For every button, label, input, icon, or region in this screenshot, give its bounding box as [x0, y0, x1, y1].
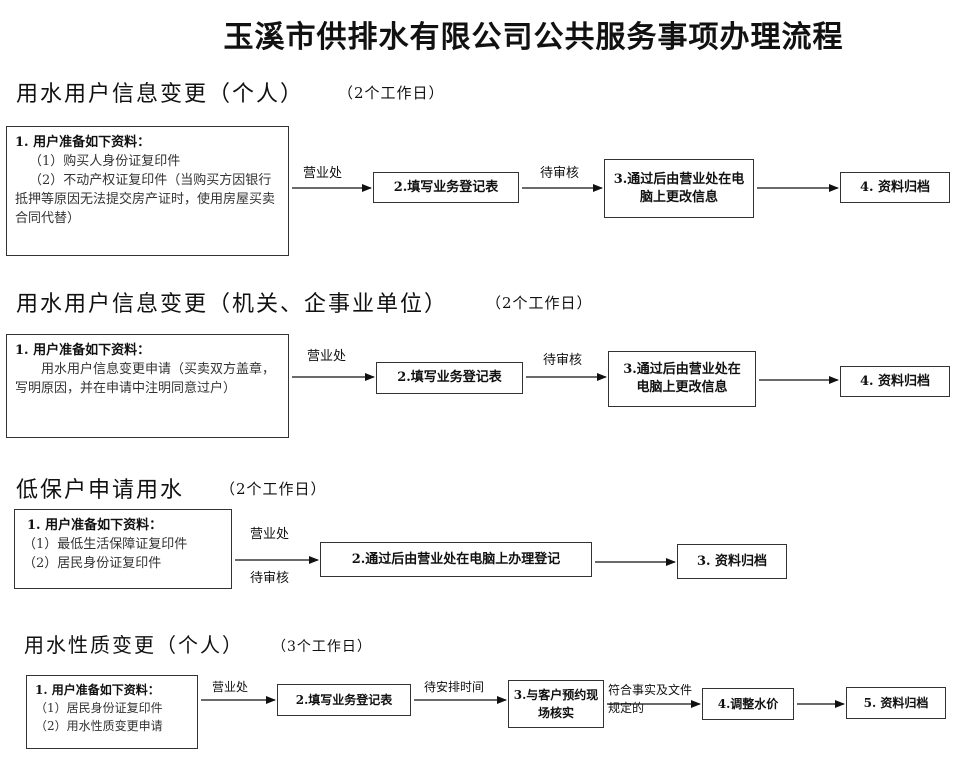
section-3-requirements-box: 1. 用户准备如下资料： （1）最低生活保障证复印件 （2）居民身份证复印件: [14, 509, 232, 589]
requirements-title: 1. 用户准备如下资料：: [27, 518, 163, 533]
section-2-days: （2个工作日）: [486, 294, 593, 312]
arrow-label: 营业处: [212, 680, 249, 694]
step-box: 4.调整水价: [702, 688, 794, 720]
requirements-title: 1. 用户准备如下资料：: [15, 135, 151, 150]
requirement-item: （1）最低生活保障证复印件: [23, 537, 188, 552]
step-box: 3.与客户预约现场核实: [508, 680, 604, 728]
requirements-title: 1. 用户准备如下资料：: [35, 683, 160, 697]
requirement-item: （2）用水性质变更申请: [35, 719, 163, 733]
arrow-label: 待审核: [250, 571, 290, 586]
step-box: 3. 资料归档: [677, 544, 787, 579]
arrow-label: 待审核: [540, 166, 580, 181]
step-box: 4. 资料归档: [840, 172, 950, 203]
arrow-label: 营业处: [250, 527, 290, 542]
step-box: 5. 资料归档: [846, 687, 946, 719]
requirement-item: 用水用户信息变更申请（买卖双方盖章，写明原因，并在申请中注明同意过户）: [15, 362, 276, 396]
section-4-requirements-box: 1. 用户准备如下资料： （1）居民身份证复印件 （2）用水性质变更申请: [26, 675, 198, 749]
requirement-item: （2）不动产权证复印件（当购买方因银行抵押等原因无法提交房产证时，使用房屋买卖合…: [15, 173, 276, 226]
step-box: 2.通过后由营业处在电脑上办理登记: [320, 542, 592, 577]
arrow-label: 待审核: [543, 353, 583, 368]
step-box: 2.填写业务登记表: [376, 362, 523, 394]
step-box: 3.通过后由营业处在电脑上更改信息: [604, 159, 754, 218]
arrow-label: 营业处: [307, 349, 347, 364]
requirements-title: 1. 用户准备如下资料：: [15, 343, 151, 358]
section-1-heading: 用水用户信息变更（个人）: [16, 82, 305, 107]
section-2-requirements-box: 1. 用户准备如下资料： 用水用户信息变更申请（买卖双方盖章，写明原因，并在申请…: [6, 334, 289, 438]
arrow-label: 营业处: [303, 166, 343, 181]
section-3-days: （2个工作日）: [220, 480, 327, 498]
page-title: 玉溪市供排水有限公司公共服务事项办理流程: [223, 20, 844, 55]
step-box: 3.通过后由营业处在电脑上更改信息: [608, 351, 756, 407]
arrow-label: 待安排时间: [424, 680, 485, 694]
step-box: 4. 资料归档: [840, 366, 950, 397]
section-4-days: （3个工作日）: [272, 639, 372, 655]
requirement-item: （1）购买人身份证复印件: [29, 154, 181, 169]
section-1-requirements-box: 1. 用户准备如下资料： （1）购买人身份证复印件 （2）不动产权证复印件（当购…: [6, 126, 289, 256]
requirement-item: （2）居民身份证复印件: [23, 556, 162, 571]
section-1-days: （2个工作日）: [338, 84, 445, 102]
section-4-heading: 用水性质变更（个人）: [24, 633, 244, 657]
step-box: 2.填写业务登记表: [277, 684, 411, 716]
requirement-item: （1）居民身份证复印件: [35, 701, 163, 715]
section-2-heading: 用水用户信息变更（机关、企事业单位）: [16, 292, 449, 317]
section-3-heading: 低保户申请用水: [16, 478, 185, 503]
step-box: 2.填写业务登记表: [373, 172, 519, 203]
